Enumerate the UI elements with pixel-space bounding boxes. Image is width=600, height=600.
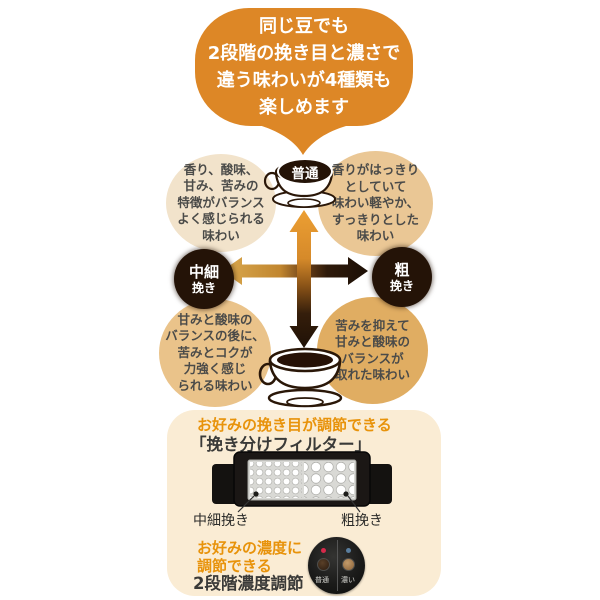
quadrant-top-left-text: 香り、酸味、 甘み、苦みの 特徴がバランス よく感じられる 味わい	[177, 161, 265, 243]
grind-coarse-badge: 粗 挽き	[372, 247, 432, 307]
quadrant-top-right-text: 香りがはっきり としていて 味わい軽やか、 すっきりとした 味わい	[331, 162, 420, 244]
quadrant-top-right: 香りがはっきり としていて 味わい軽やか、 すっきりとした 味わい	[318, 151, 433, 256]
dial-button-strong	[342, 558, 355, 571]
quadrant-bottom-right-text: 苦みを抑えて 甘みと酸味の バランスが 取れた味わい	[334, 317, 410, 383]
grind-coarse-label-top: 粗	[394, 260, 410, 279]
quadrant-bottom-left-text: 甘みと酸味の バランスの後に、 苦みとコクが 力強く感じ られる味わい	[165, 311, 265, 393]
dial-label-strong: 濃い	[341, 576, 355, 584]
coffee-cup-strong-icon	[258, 347, 343, 408]
quadrant-bottom-left: 甘みと酸味の バランスの後に、 苦みとコクが 力強く感じ られる味わい	[159, 299, 271, 407]
dial-divider	[336, 540, 338, 591]
strength-caption: お好みの濃度に 調節できる	[197, 539, 303, 575]
grind-caption: お好みの挽き目が調節できる	[197, 416, 392, 434]
grind-filter-image	[212, 451, 392, 513]
strength-dial-image: 普通 濃い	[308, 537, 365, 594]
strength-feature-name: 2段階濃度調節	[193, 574, 304, 593]
axis-cross-arrows-icon	[222, 210, 368, 348]
quadrant-top-left: 香り、酸味、 甘み、苦みの 特徴がバランス よく感じられる 味わい	[166, 154, 276, 252]
grind-medium-fine-label-top: 中細	[188, 262, 219, 281]
dial-label-normal: 普通	[315, 576, 329, 584]
speech-bubble: 同じ豆でも 2段階の挽き目と濃さで 違う味わいが4種類も 楽しめます	[195, 8, 413, 126]
speech-bubble-tail-icon	[243, 121, 367, 155]
grind-filter-name: 「挽き分けフィルター」	[190, 435, 372, 454]
grind-medium-fine-badge: 中細 挽き	[174, 249, 234, 309]
grind-coarse-label-bottom: 挽き	[389, 278, 414, 293]
dial-led-strong-icon	[346, 548, 351, 553]
quadrant-bottom-right: 苦みを抑えて 甘みと酸味の バランスが 取れた味わい	[317, 297, 428, 404]
filter-label-coarse: 粗挽き	[341, 513, 383, 529]
dial-button-normal	[317, 558, 330, 571]
filter-label-medium-fine: 中細挽き	[193, 513, 249, 529]
strength-normal-label: 普通	[291, 165, 319, 182]
grind-medium-fine-label-bottom: 挽き	[191, 280, 216, 295]
dial-led-normal-icon	[321, 548, 326, 553]
speech-bubble-text: 同じ豆でも 2段階の挽き目と濃さで 違う味わいが4種類も 楽しめます	[207, 16, 401, 118]
strength-normal-badge: 普通	[277, 158, 333, 185]
